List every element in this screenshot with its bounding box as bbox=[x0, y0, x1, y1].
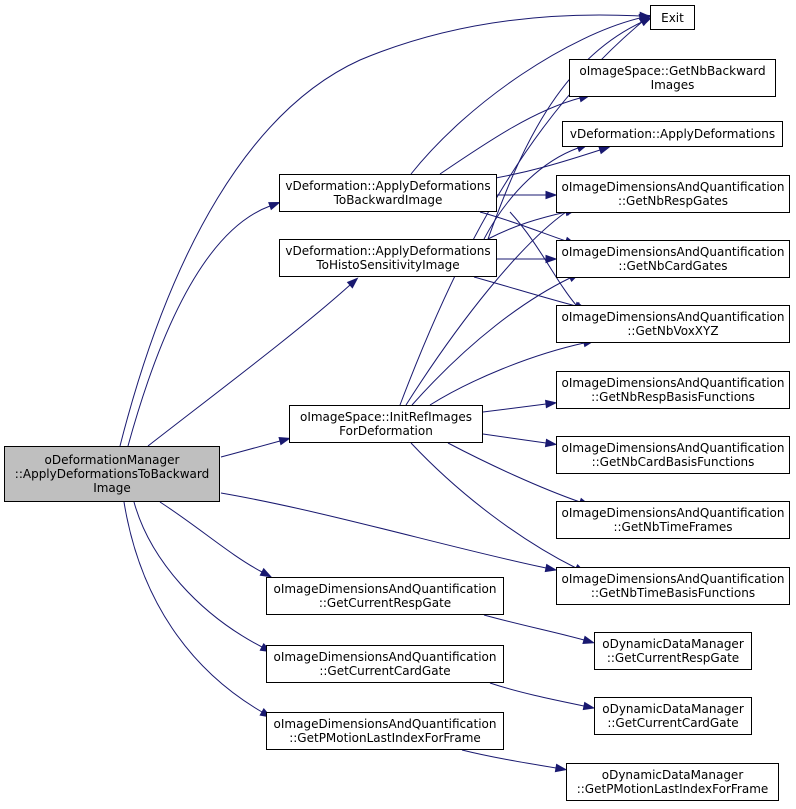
node-init-ref-images[interactable]: oImageSpace::InitRefImages ForDeformatio… bbox=[289, 405, 483, 443]
node-exit-line1: Exit bbox=[661, 10, 684, 25]
node-get-nb-resp-gates[interactable]: oImageDimensionsAndQuantification ::GetN… bbox=[556, 175, 790, 213]
node-get-nb-card-gates[interactable]: oImageDimensionsAndQuantification ::GetN… bbox=[556, 240, 790, 278]
node-vdeformation-histo-line1: vDeformation::ApplyDeformations bbox=[285, 244, 491, 258]
node-init-ref-images-line1: oImageSpace::InitRefImages bbox=[299, 410, 472, 424]
node-dynamic-pmotion-last-index[interactable]: oDynamicDataManager ::GetPMotionLastInde… bbox=[566, 763, 779, 801]
node-vdeformation-histo[interactable]: vDeformation::ApplyDeformations ToHistoS… bbox=[279, 239, 497, 277]
node-get-nb-time-basis-functions-line2: ::GetNbTimeBasisFunctions bbox=[590, 586, 756, 600]
node-get-nb-backward-images-line2: Images bbox=[650, 78, 695, 92]
node-dynamic-pmotion-last-index-line1: oDynamicDataManager bbox=[601, 768, 744, 782]
node-vdeformation-histo-line2: ToHistoSensitivityImage bbox=[316, 258, 460, 272]
node-get-nb-time-frames[interactable]: oImageDimensionsAndQuantification ::GetN… bbox=[556, 501, 790, 539]
node-dynamic-pmotion-last-index-line2: ::GetPMotionLastIndexForFrame bbox=[576, 782, 769, 796]
node-root-line2: ::ApplyDeformationsToBackward bbox=[14, 467, 210, 481]
node-vdeformation-backward-line2: ToBackwardImage bbox=[333, 193, 443, 207]
node-root-line1: oDeformationManager bbox=[44, 453, 180, 467]
node-get-nb-resp-basis-functions-line2: ::GetNbRespBasisFunctions bbox=[591, 390, 755, 404]
node-get-nb-card-basis-functions-line1: oImageDimensionsAndQuantification bbox=[561, 441, 785, 455]
node-get-nb-time-basis-functions-line1: oImageDimensionsAndQuantification bbox=[561, 572, 785, 586]
node-vdeformation-backward-line1: vDeformation::ApplyDeformations bbox=[285, 179, 491, 193]
node-get-nb-resp-basis-functions-line1: oImageDimensionsAndQuantification bbox=[561, 376, 785, 390]
node-dynamic-current-resp-gate-line1: oDynamicDataManager bbox=[602, 637, 744, 651]
node-get-nb-vox-xyz-line1: oImageDimensionsAndQuantification bbox=[561, 310, 785, 324]
node-vdeformation-apply[interactable]: vDeformation::ApplyDeformations bbox=[562, 121, 783, 147]
node-get-nb-card-basis-functions-line2: ::GetNbCardBasisFunctions bbox=[591, 455, 755, 469]
node-get-current-resp-gate[interactable]: oImageDimensionsAndQuantification ::GetC… bbox=[266, 577, 504, 615]
node-get-nb-vox-xyz[interactable]: oImageDimensionsAndQuantification ::GetN… bbox=[556, 305, 790, 343]
node-get-current-resp-gate-line1: oImageDimensionsAndQuantification bbox=[273, 582, 497, 596]
node-get-pmotion-last-index-line1: oImageDimensionsAndQuantification bbox=[273, 717, 497, 731]
node-vdeformation-apply-line1: vDeformation::ApplyDeformations bbox=[569, 127, 776, 141]
node-get-nb-backward-images[interactable]: oImageSpace::GetNbBackward Images bbox=[569, 59, 776, 97]
node-dynamic-current-card-gate-line1: oDynamicDataManager bbox=[602, 702, 744, 716]
node-root-line3: Image bbox=[93, 481, 131, 495]
node-get-nb-card-basis-functions[interactable]: oImageDimensionsAndQuantification ::GetN… bbox=[556, 436, 790, 474]
node-get-pmotion-last-index-line2: ::GetPMotionLastIndexForFrame bbox=[289, 731, 481, 745]
node-dynamic-current-resp-gate[interactable]: oDynamicDataManager ::GetCurrentRespGate bbox=[594, 632, 752, 670]
node-get-pmotion-last-index[interactable]: oImageDimensionsAndQuantification ::GetP… bbox=[266, 712, 504, 750]
node-get-nb-backward-images-line1: oImageSpace::GetNbBackward bbox=[579, 64, 766, 78]
node-get-nb-resp-gates-line1: oImageDimensionsAndQuantification bbox=[561, 180, 785, 194]
node-get-nb-resp-gates-line2: ::GetNbRespGates bbox=[617, 194, 729, 208]
node-get-nb-time-basis-functions[interactable]: oImageDimensionsAndQuantification ::GetN… bbox=[556, 567, 790, 605]
node-get-nb-card-gates-line1: oImageDimensionsAndQuantification bbox=[561, 245, 785, 259]
node-get-current-card-gate[interactable]: oImageDimensionsAndQuantification ::GetC… bbox=[266, 645, 504, 683]
node-get-current-card-gate-line2: ::GetCurrentCardGate bbox=[319, 664, 451, 678]
node-get-nb-resp-basis-functions[interactable]: oImageDimensionsAndQuantification ::GetN… bbox=[556, 371, 790, 409]
node-dynamic-current-card-gate-line2: ::GetCurrentCardGate bbox=[607, 716, 739, 730]
node-exit[interactable]: Exit bbox=[650, 5, 695, 30]
node-get-nb-vox-xyz-line2: ::GetNbVoxXYZ bbox=[627, 324, 719, 338]
node-get-nb-time-frames-line1: oImageDimensionsAndQuantification bbox=[561, 506, 785, 520]
node-root[interactable]: oDeformationManager ::ApplyDeformationsT… bbox=[4, 446, 220, 502]
node-get-current-card-gate-line1: oImageDimensionsAndQuantification bbox=[273, 650, 497, 664]
node-dynamic-current-card-gate[interactable]: oDynamicDataManager ::GetCurrentCardGate bbox=[594, 697, 752, 735]
node-vdeformation-backward[interactable]: vDeformation::ApplyDeformations ToBackwa… bbox=[279, 174, 497, 212]
node-get-nb-time-frames-line2: ::GetNbTimeFrames bbox=[613, 520, 733, 534]
node-init-ref-images-line2: ForDeformation bbox=[339, 424, 433, 438]
node-dynamic-current-resp-gate-line2: ::GetCurrentRespGate bbox=[606, 651, 740, 665]
node-get-current-resp-gate-line2: ::GetCurrentRespGate bbox=[318, 596, 452, 610]
node-get-nb-card-gates-line2: ::GetNbCardGates bbox=[618, 259, 728, 273]
